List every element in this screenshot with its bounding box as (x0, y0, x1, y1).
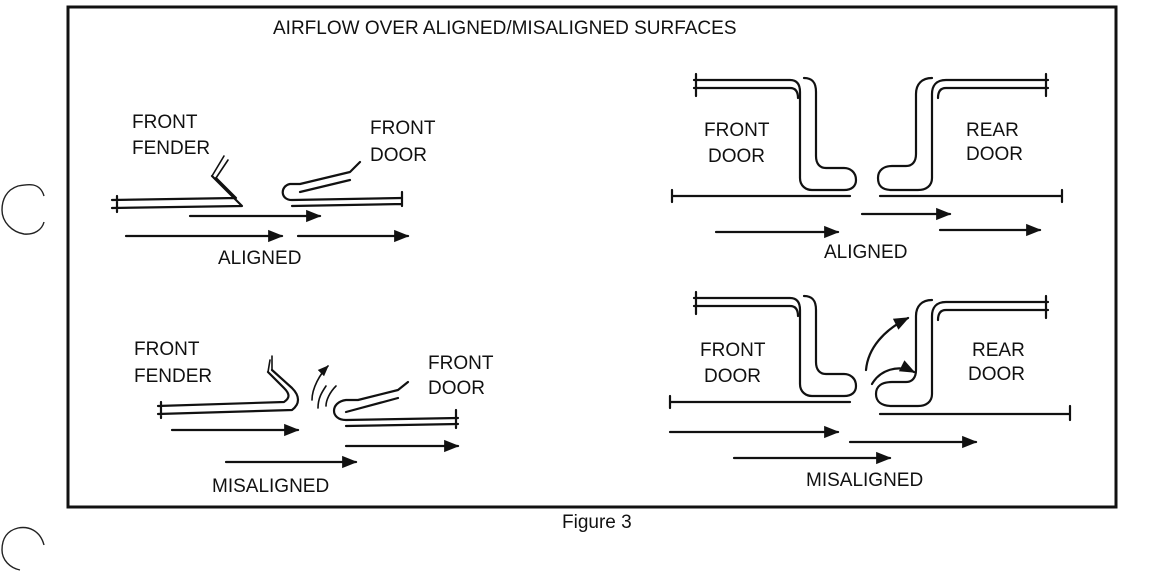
front-door-panel (692, 76, 858, 192)
rear-door-panel (874, 298, 1050, 408)
part-label: DOOR (428, 378, 485, 399)
alignment-state-label: ALIGNED (824, 242, 907, 263)
front-door-panel (332, 380, 460, 422)
part-label: FRONT (700, 340, 766, 361)
part-label: DOOR (966, 144, 1023, 165)
turbulent-airflow-arrow (870, 360, 916, 386)
part-label: DOOR (968, 364, 1025, 385)
panel-fender-door-aligned: FRONT FENDER FRONT DOOR ALIGNED (110, 112, 436, 269)
part-label: DOOR (370, 145, 427, 166)
front-fender-tip (211, 155, 229, 179)
rear-door-skin (878, 72, 1064, 204)
rear-door-skin (878, 294, 1072, 422)
front-fender-panel (110, 174, 244, 214)
part-label: FRONT (704, 120, 770, 141)
part-label: REAR (972, 340, 1025, 361)
part-label: REAR (966, 120, 1019, 141)
panel-fender-door-misaligned: FRONT FENDER FRONT DOOR MISALIGNED (134, 339, 494, 497)
front-door-panel (692, 294, 858, 398)
part-label: DOOR (704, 366, 761, 387)
part-label: DOOR (708, 146, 765, 167)
front-door-edge (290, 190, 404, 208)
front-fender-tip (267, 355, 273, 373)
part-label: FRONT (134, 339, 200, 360)
part-label: FRONT (428, 353, 494, 374)
alignment-state-label: MISALIGNED (212, 476, 329, 497)
panel-door-door-aligned: FRONT DOOR REAR DOOR ALIGNED (670, 72, 1064, 263)
part-label: FRONT (370, 118, 436, 139)
part-label: FENDER (134, 366, 212, 387)
front-fender-panel (156, 368, 300, 420)
front-door-skin (670, 72, 852, 204)
binder-hole-lower (1, 526, 45, 571)
turbulent-airflow-arrow (317, 385, 327, 409)
part-label: FRONT (132, 112, 198, 133)
turbulent-airflow-arrow (325, 385, 337, 407)
figure-frame (66, 5, 1118, 509)
figure-title: AIRFLOW OVER ALIGNED/MISALIGNED SURFACES (273, 18, 737, 39)
alignment-state-label: ALIGNED (218, 248, 301, 269)
alignment-state-label: MISALIGNED (806, 470, 923, 491)
figure-caption: Figure 3 (562, 512, 632, 533)
front-door-panel (281, 160, 404, 202)
part-label: FENDER (132, 138, 210, 159)
binder-hole-upper (1, 183, 45, 235)
rear-door-panel (876, 76, 1050, 192)
turbulent-airflow-arrow (864, 316, 910, 372)
front-door-skin (668, 290, 852, 410)
front-door-edge (344, 408, 460, 430)
panel-door-door-misaligned: FRONT DOOR REAR DOOR MISALIGNED (668, 290, 1072, 491)
turbulent-airflow-arrow (311, 365, 329, 401)
